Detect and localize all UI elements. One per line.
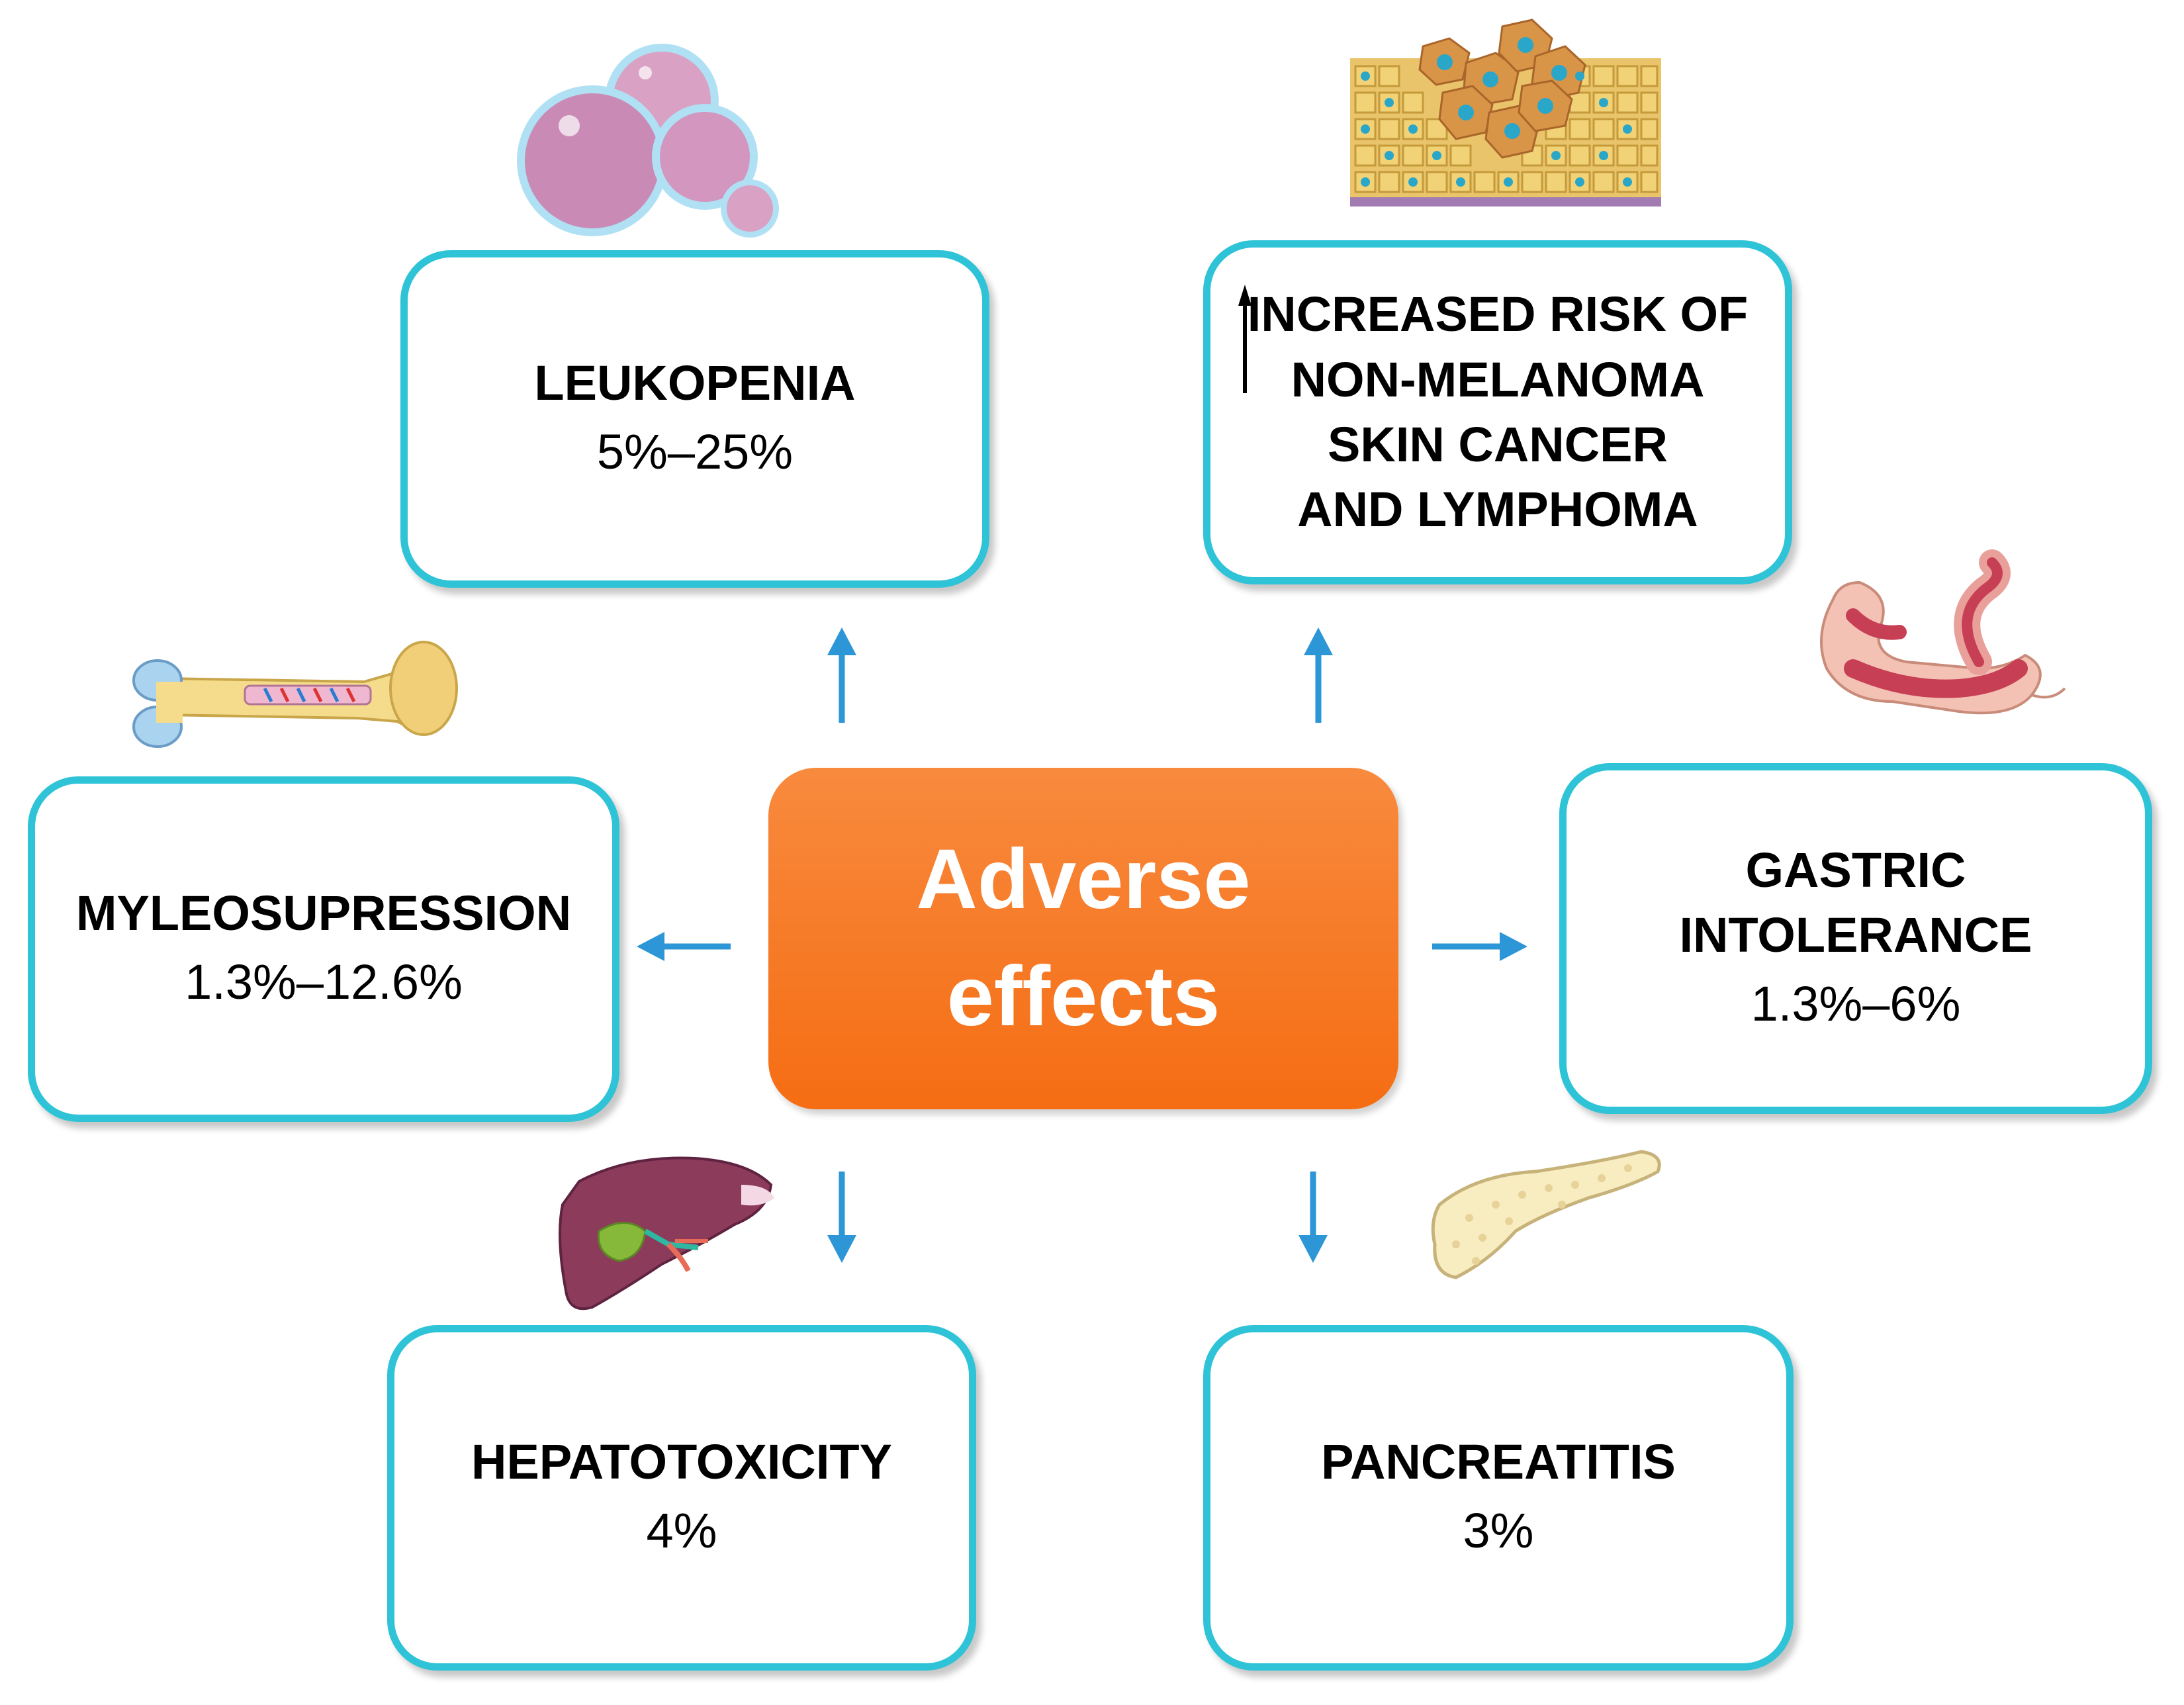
gastric-label-line-1: GASTRIC <box>1745 842 1966 898</box>
cancer-line-2: NON-MELANOMA <box>1291 351 1705 407</box>
cancer-line-4: AND LYMPHOMA <box>1297 482 1698 537</box>
pancreatitis-box: PANCREATITIS 3% <box>1203 1325 1794 1671</box>
leukopenia-value: 5%–25% <box>596 424 794 479</box>
myelosuppression-value: 1.3%–12.6% <box>185 954 463 1009</box>
myelosuppression-box: MYLEOSUPRESSION 1.3%–12.6% <box>28 776 619 1122</box>
myelosuppression-label: MYLEOSUPRESSION <box>75 886 572 941</box>
pancreatitis-label: PANCREATITIS <box>1321 1434 1676 1490</box>
leukopenia-label: LEUKOPENIA <box>534 355 856 411</box>
hepatotoxicity-value: 4% <box>646 1502 717 1558</box>
center-adverse-effects: Adverse effects <box>768 768 1398 1109</box>
hepatotoxicity-label: HEPATOTOXICITY <box>471 1434 892 1490</box>
gastric-value: 1.3%–6% <box>1751 976 1961 1031</box>
skin-cancer-cells-icon <box>1350 19 1661 207</box>
arrowhead-right <box>1500 932 1527 961</box>
gastric-label-line-2: INTOLERANCE <box>1679 907 2032 963</box>
leukopenia-box: LEUKOPENIA 5%–25% <box>400 250 989 588</box>
arrowhead-down-right <box>1298 1235 1328 1263</box>
liver-icon <box>559 1156 774 1311</box>
arrowhead-up-left <box>827 627 856 655</box>
intestine-icon <box>1820 549 2066 715</box>
center-title-line2: effects <box>946 949 1220 1044</box>
cancer-risk-box: INCREASED RISK OF NON-MELANOMA SKIN CANC… <box>1203 240 1792 584</box>
center-title-line1: Adverse <box>916 832 1251 927</box>
arrowhead-left <box>637 932 664 961</box>
bone-marrow-icon <box>132 641 458 748</box>
hepatotoxicity-box: HEPATOTOXICITY 4% <box>387 1325 976 1671</box>
pancreatitis-value: 3% <box>1463 1502 1534 1558</box>
up-arrow-icon <box>1238 285 1251 393</box>
gastric-intolerance-box: GASTRIC INTOLERANCE 1.3%–6% <box>1559 763 2152 1114</box>
cancer-line-1: INCREASED RISK OF <box>1247 287 1749 342</box>
arrowhead-down-left <box>827 1235 856 1263</box>
cancer-line-3: SKIN CANCER <box>1328 417 1668 472</box>
arrowhead-up-right <box>1304 627 1333 655</box>
white-blood-cells-icon <box>517 44 779 238</box>
pancreas-icon <box>1431 1150 1661 1279</box>
